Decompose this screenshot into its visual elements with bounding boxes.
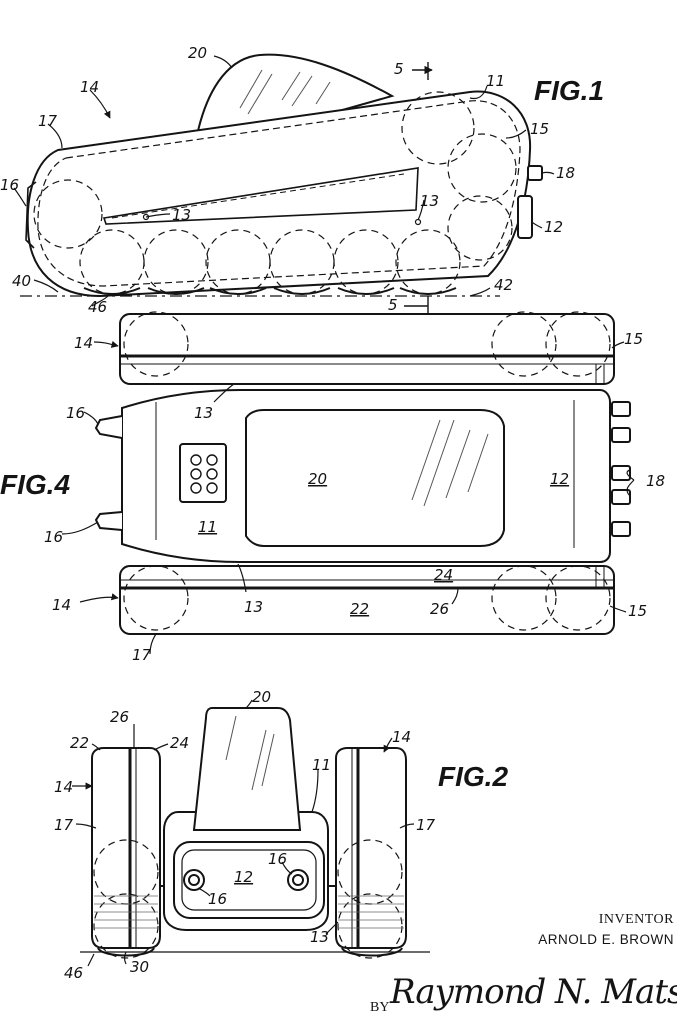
fig4-ref-26: 26 bbox=[430, 600, 449, 618]
fig4-ref-16-top: 16 bbox=[66, 404, 85, 422]
fig4-ref-13-top: 13 bbox=[194, 404, 213, 422]
fig1-ref-13-right: 13 bbox=[420, 192, 439, 210]
fig1-ref-14: 14 bbox=[80, 78, 99, 96]
fig1-side-view bbox=[13, 53, 555, 314]
fig1-ref-16: 16 bbox=[0, 176, 19, 194]
fig1-ref-12: 12 bbox=[544, 218, 563, 236]
fig2-ref-14-left: 14 bbox=[54, 778, 73, 796]
fig1-label: FIG.1 bbox=[534, 75, 604, 106]
fig1-ref-20: 20 bbox=[188, 44, 207, 62]
attorney-by-label: BY bbox=[370, 1000, 390, 1015]
fig4-ref-22: 22 bbox=[350, 600, 369, 618]
fig4-ref-11: 11 bbox=[198, 518, 217, 536]
fig4-ref-13-bottom: 13 bbox=[244, 598, 263, 616]
fig4-ref-16-bottom: 16 bbox=[44, 528, 63, 546]
fig4-reference-numerals: 14 15 16 13 20 12 18 16 11 24 14 13 22 2… bbox=[44, 330, 665, 664]
fig1-ref-5-top: 5 bbox=[394, 60, 404, 78]
fig1-ref-15: 15 bbox=[530, 120, 549, 138]
fig2-ref-20: 20 bbox=[252, 688, 271, 706]
fig2-ref-11: 11 bbox=[312, 756, 331, 774]
fig4-ref-17: 17 bbox=[132, 646, 152, 664]
fig1-ref-18: 18 bbox=[556, 164, 575, 182]
fig4-label: FIG.4 bbox=[0, 469, 70, 500]
fig2-ref-14-right: 14 bbox=[392, 728, 411, 746]
fig2-ref-26: 26 bbox=[110, 708, 129, 726]
fig1-ref-13-left: 13 bbox=[172, 206, 191, 224]
fig2-reference-numerals: 20 26 22 24 14 14 11 17 17 16 12 16 13 4… bbox=[54, 688, 436, 982]
fig2-ref-17-right: 17 bbox=[416, 816, 436, 834]
attorney-signature: Raymond N. Matson bbox=[390, 972, 677, 1012]
fig1-ref-42: 42 bbox=[494, 276, 513, 294]
fig4-ref-15-bottom: 15 bbox=[628, 602, 647, 620]
fig4-top-view bbox=[61, 311, 635, 655]
fig1-ref-5-bottom: 5 bbox=[388, 296, 398, 314]
fig1-ref-46: 46 bbox=[88, 298, 107, 316]
fig4-ref-20: 20 bbox=[308, 470, 327, 488]
fig1-ref-11: 11 bbox=[486, 72, 505, 90]
fig1-ref-17: 17 bbox=[38, 112, 58, 130]
fig2-ref-24: 24 bbox=[170, 734, 189, 752]
fig4-ref-18: 18 bbox=[646, 472, 665, 490]
fig4-ref-12: 12 bbox=[550, 470, 569, 488]
inventor-caption: INVENTOR bbox=[598, 912, 674, 927]
fig2-ref-16-right: 16 bbox=[268, 850, 287, 868]
fig2-ref-17-left: 17 bbox=[54, 816, 74, 834]
fig4-ref-14-bottom: 14 bbox=[52, 596, 71, 614]
fig2-ref-13: 13 bbox=[310, 928, 329, 946]
fig2-ref-16-left: 16 bbox=[208, 890, 227, 908]
fig1-reference-numerals: 20 14 5 11 17 15 16 18 13 13 12 40 42 46… bbox=[0, 44, 575, 316]
fig2-ref-30: 30 bbox=[130, 958, 149, 976]
fig4-ref-24: 24 bbox=[434, 566, 453, 584]
fig2-ref-46: 46 bbox=[64, 964, 83, 982]
fig2-ref-12: 12 bbox=[234, 868, 253, 886]
fig4-ref-14-top: 14 bbox=[74, 334, 93, 352]
fig4-ref-15-top: 15 bbox=[624, 330, 643, 348]
fig1-ref-40: 40 bbox=[12, 272, 31, 290]
fig2-label: FIG.2 bbox=[438, 761, 508, 792]
fig2-ref-22: 22 bbox=[70, 734, 89, 752]
inventor-name: ARNOLD E. BROWN bbox=[538, 932, 674, 947]
fig2-front-view bbox=[72, 699, 430, 967]
